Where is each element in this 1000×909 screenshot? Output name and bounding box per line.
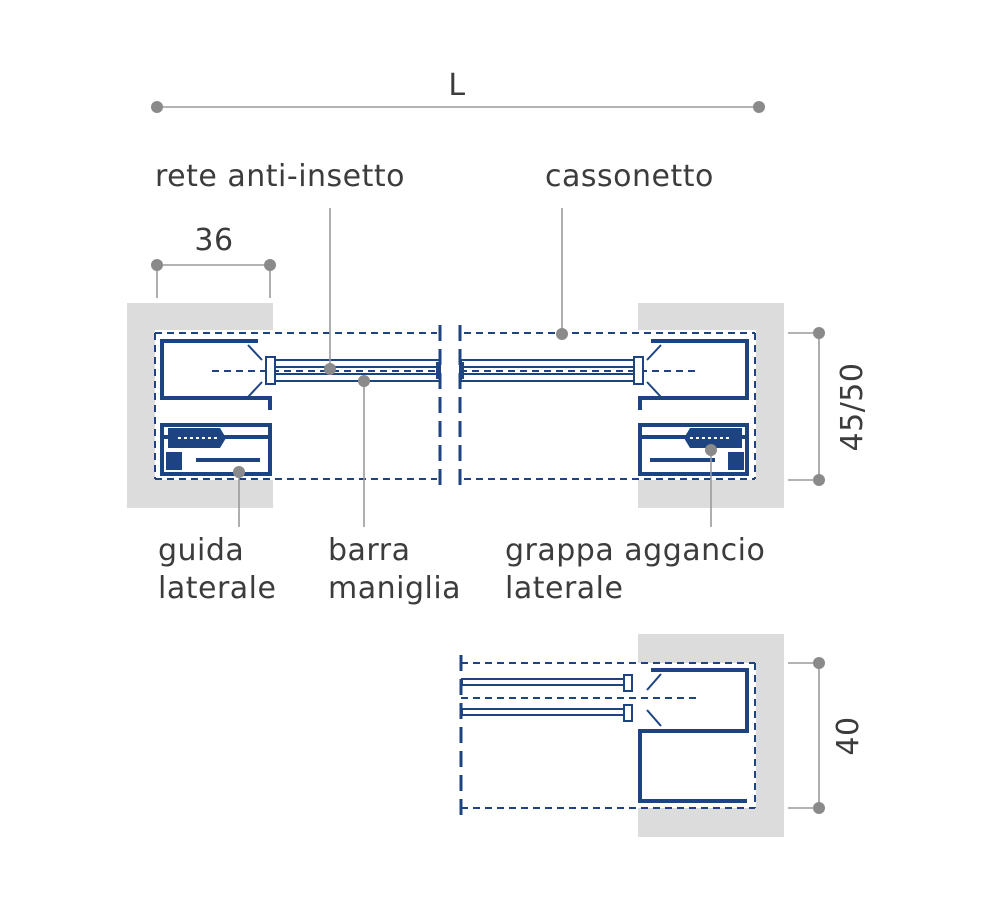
dimension-45-50: 45/50 [788, 327, 870, 486]
callout-barra [358, 375, 370, 527]
barra-maniglia-left [265, 356, 441, 385]
cassonetto-outline [154, 325, 756, 488]
bottom-assembly [459, 655, 756, 815]
label-grappa-line1: grappa aggancio [505, 533, 765, 568]
dimension-36-label: 36 [194, 223, 233, 258]
callout-grappa [705, 444, 717, 527]
dimension-40-label: 40 [831, 716, 866, 755]
label-cassonetto: cassonetto [545, 159, 714, 194]
callout-cassonetto [556, 208, 568, 340]
label-grappa-line2: laterale [505, 571, 623, 606]
wall-bottom [638, 634, 784, 837]
label-barra-line1: barra [328, 533, 410, 568]
dimension-36: 36 [151, 223, 276, 298]
wall-left [127, 303, 273, 508]
wall-right [638, 303, 784, 508]
label-guida-line2: laterale [158, 571, 276, 606]
dimension-40: 40 [788, 657, 866, 814]
callout-guida [233, 466, 245, 527]
dimension-45-50-label: 45/50 [835, 363, 870, 452]
dimension-l-label: L [448, 68, 465, 103]
label-barra-line2: maniglia [328, 571, 461, 606]
dimension-l: L [151, 68, 765, 113]
label-rete-anti-insetto: rete anti-insetto [155, 159, 405, 194]
guida-laterale-profile [160, 339, 272, 476]
callout-rete [324, 208, 336, 375]
label-guida-line1: guida [158, 533, 244, 568]
barra-maniglia-right [459, 356, 644, 385]
grappa-aggancio-profile [638, 339, 749, 476]
